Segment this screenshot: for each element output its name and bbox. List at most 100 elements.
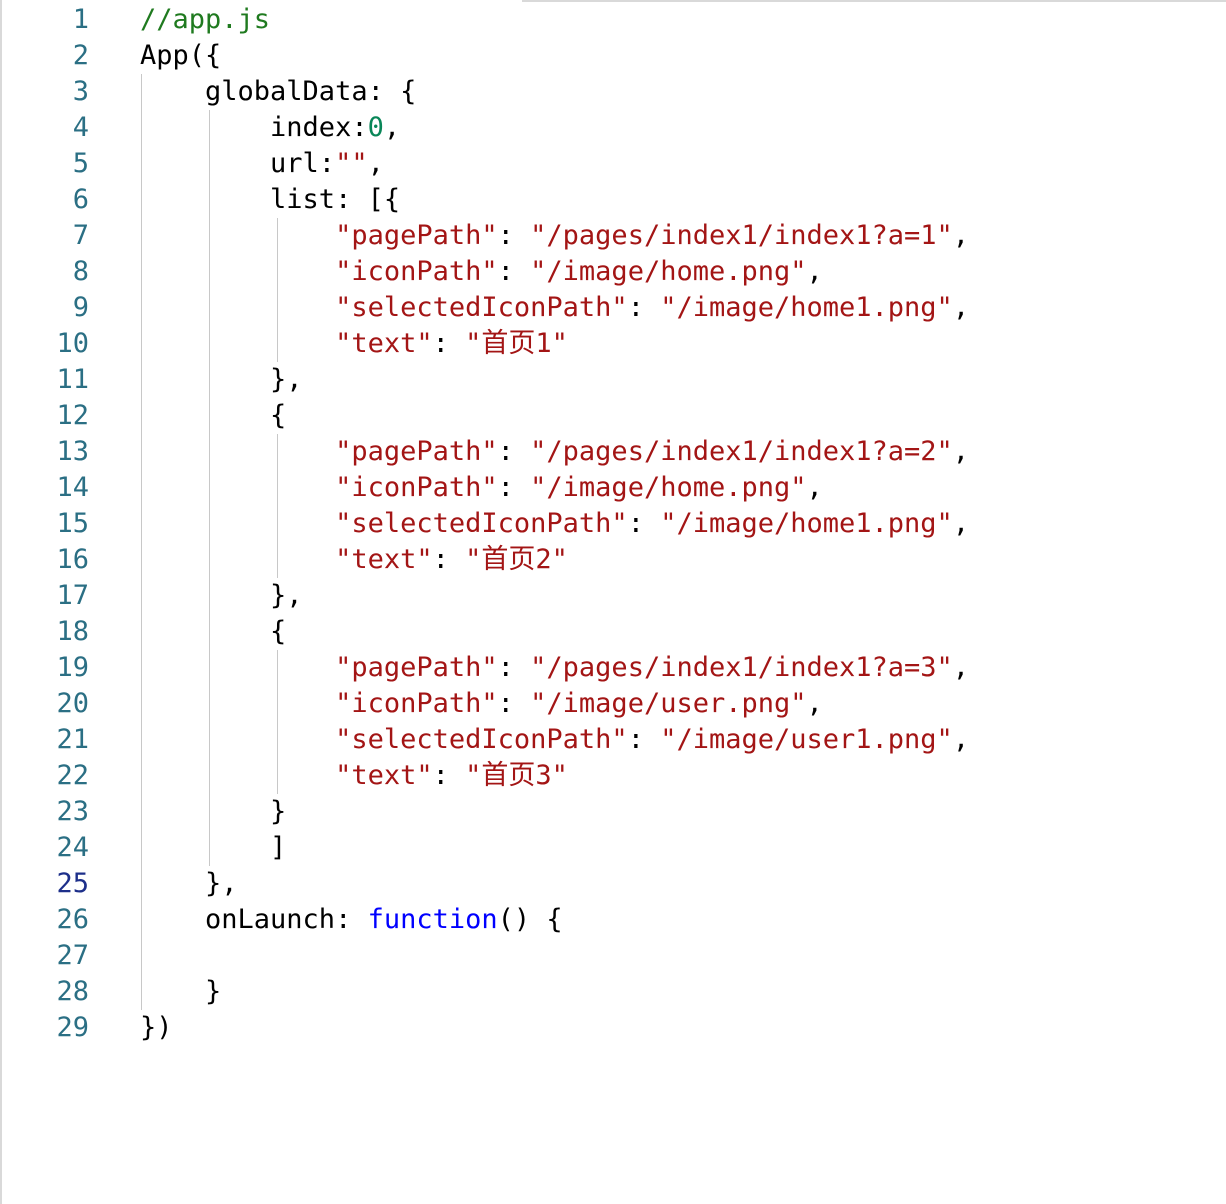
code-token: "/image/home1.png": [660, 292, 953, 323]
code-line[interactable]: 12 {: [2, 398, 1226, 434]
code-text[interactable]: "iconPath": "/image/home.png",: [140, 254, 823, 290]
code-token: "/image/home1.png": [660, 508, 953, 539]
code-text[interactable]: ]: [140, 830, 286, 866]
code-token: ,: [952, 292, 970, 323]
code-line[interactable]: 21 "selectedIconPath": "/image/user1.png…: [2, 722, 1226, 758]
code-token: ,: [367, 148, 384, 179]
code-text[interactable]: App({: [140, 38, 221, 74]
code-text[interactable]: "text": "首页1": [140, 326, 568, 362]
code-line[interactable]: 6 list: [{: [2, 182, 1226, 218]
code-token: "/image/home.png": [530, 256, 807, 287]
code-text[interactable]: index:0,: [140, 110, 400, 146]
code-token: :: [627, 508, 661, 539]
code-token: "首页1": [465, 328, 568, 359]
code-line[interactable]: 5 url:"",: [2, 146, 1226, 182]
line-number: 24: [56, 832, 89, 863]
code-token: [140, 760, 335, 791]
code-line[interactable]: 29}): [2, 1010, 1226, 1046]
code-line[interactable]: 3 globalData: {: [2, 74, 1226, 110]
code-line[interactable]: 18 {: [2, 614, 1226, 650]
code-line[interactable]: 8 "iconPath": "/image/home.png",: [2, 254, 1226, 290]
code-text[interactable]: "text": "首页3": [140, 758, 568, 794]
code-token: "selectedIconPath": [335, 292, 628, 323]
code-line[interactable]: 16 "text": "首页2": [2, 542, 1226, 578]
code-token: index:: [140, 112, 368, 143]
code-text[interactable]: {: [140, 614, 286, 650]
line-number: 1: [72, 4, 89, 35]
code-line[interactable]: 4 index:0,: [2, 110, 1226, 146]
code-token: :: [497, 436, 531, 467]
code-line[interactable]: 10 "text": "首页1": [2, 326, 1226, 362]
code-token: "text": [335, 544, 433, 575]
indent-guide: [209, 110, 210, 866]
code-token: [140, 256, 335, 287]
indent-guide: [277, 650, 278, 794]
code-text[interactable]: "selectedIconPath": "/image/home1.png",: [140, 290, 969, 326]
code-text[interactable]: }): [140, 1010, 173, 1046]
code-token: list: [{: [140, 184, 401, 215]
code-token: :: [497, 220, 531, 251]
line-number: 12: [56, 400, 89, 431]
code-text[interactable]: "pagePath": "/pages/index1/index1?a=1",: [140, 218, 969, 254]
code-text[interactable]: },: [140, 866, 238, 902]
code-line[interactable]: 28 }: [2, 974, 1226, 1010]
line-number: 10: [56, 328, 89, 359]
code-line[interactable]: 27: [2, 938, 1226, 974]
code-line[interactable]: 25 },: [2, 866, 1226, 902]
code-token: [140, 652, 335, 683]
code-text[interactable]: "selectedIconPath": "/image/user1.png",: [140, 722, 969, 758]
code-line[interactable]: 19 "pagePath": "/pages/index1/index1?a=3…: [2, 650, 1226, 686]
code-text[interactable]: //app.js: [140, 2, 270, 38]
code-token: :: [627, 292, 661, 323]
code-line[interactable]: 14 "iconPath": "/image/home.png",: [2, 470, 1226, 506]
code-line[interactable]: 11 },: [2, 362, 1226, 398]
code-token: }): [140, 1012, 173, 1043]
code-token: [140, 508, 335, 539]
code-token: globalData: {: [140, 76, 417, 107]
code-text[interactable]: globalData: {: [140, 74, 416, 110]
line-number: 11: [56, 364, 89, 395]
code-text[interactable]: "iconPath": "/image/user.png",: [140, 686, 823, 722]
code-token: "selectedIconPath": [335, 508, 628, 539]
code-token: :: [432, 760, 466, 791]
line-number: 9: [72, 292, 89, 323]
code-text[interactable]: },: [140, 578, 303, 614]
code-token: [140, 436, 335, 467]
line-number: 20: [56, 688, 89, 719]
code-text[interactable]: "iconPath": "/image/home.png",: [140, 470, 823, 506]
code-line[interactable]: 24 ]: [2, 830, 1226, 866]
code-token: "首页3": [465, 760, 568, 791]
line-number: 21: [56, 724, 89, 755]
code-text[interactable]: url:"",: [140, 146, 384, 182]
code-text[interactable]: {: [140, 398, 286, 434]
code-line[interactable]: 1 //app.js: [2, 2, 1226, 38]
code-text[interactable]: "pagePath": "/pages/index1/index1?a=2",: [140, 434, 969, 470]
code-text[interactable]: },: [140, 362, 303, 398]
indent-guide: [277, 434, 278, 578]
code-token: "/image/home.png": [530, 472, 807, 503]
code-text[interactable]: list: [{: [140, 182, 400, 218]
code-line[interactable]: 20 "iconPath": "/image/user.png",: [2, 686, 1226, 722]
code-line[interactable]: 9 "selectedIconPath": "/image/home1.png"…: [2, 290, 1226, 326]
code-line[interactable]: 23 }: [2, 794, 1226, 830]
code-line[interactable]: 22 "text": "首页3": [2, 758, 1226, 794]
code-line[interactable]: 17 },: [2, 578, 1226, 614]
code-text[interactable]: }: [140, 974, 221, 1010]
code-token: onLaunch:: [140, 904, 368, 935]
code-text[interactable]: "selectedIconPath": "/image/home1.png",: [140, 506, 969, 542]
code-token: },: [140, 868, 238, 899]
code-line[interactable]: 26 onLaunch: function() {: [2, 902, 1226, 938]
code-token: App({: [140, 40, 222, 71]
code-line[interactable]: 13 "pagePath": "/pages/index1/index1?a=2…: [2, 434, 1226, 470]
code-text[interactable]: "pagePath": "/pages/index1/index1?a=3",: [140, 650, 969, 686]
code-text[interactable]: "text": "首页2": [140, 542, 568, 578]
code-text[interactable]: }: [140, 794, 286, 830]
code-token: ,: [952, 652, 970, 683]
code-text[interactable]: onLaunch: function() {: [140, 902, 563, 938]
code-line[interactable]: 15 "selectedIconPath": "/image/home1.png…: [2, 506, 1226, 542]
code-line[interactable]: 7 "pagePath": "/pages/index1/index1?a=1"…: [2, 218, 1226, 254]
code-token: ]: [140, 832, 287, 863]
line-number: 16: [56, 544, 89, 575]
